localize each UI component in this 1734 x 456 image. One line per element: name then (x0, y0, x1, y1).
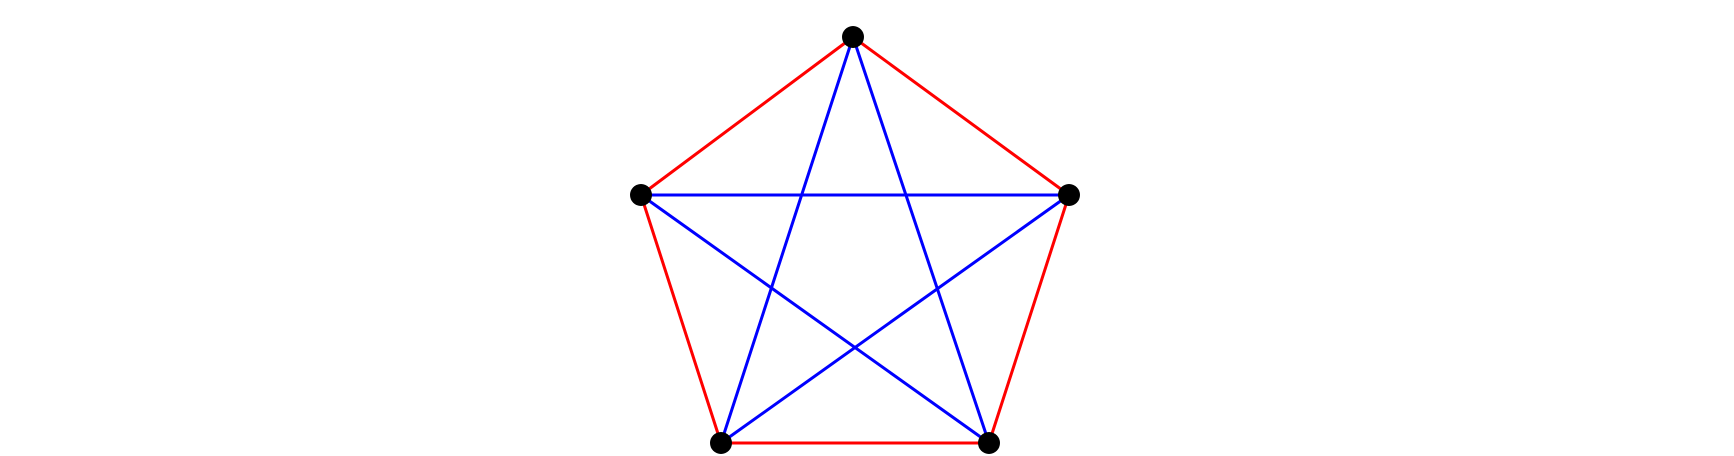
graph-vertices (630, 26, 1080, 454)
vertex-upper-left (630, 184, 652, 206)
edge-upper-left-lower-right (639, 193, 991, 445)
graph-edges (639, 35, 1071, 445)
vertex-lower-right (978, 432, 1000, 454)
vertex-top (842, 26, 864, 48)
edge-upper-right-lower-left (719, 193, 1071, 445)
edge-top-upper-right (851, 35, 1071, 197)
vertex-upper-right (1058, 184, 1080, 206)
vertex-lower-left (710, 432, 732, 454)
edge-top-lower-left (719, 35, 855, 445)
edge-upper-left-lower-left (639, 193, 723, 445)
edge-top-upper-left (639, 35, 855, 197)
edge-upper-right-lower-right (987, 193, 1071, 445)
edge-top-lower-right (851, 35, 991, 445)
